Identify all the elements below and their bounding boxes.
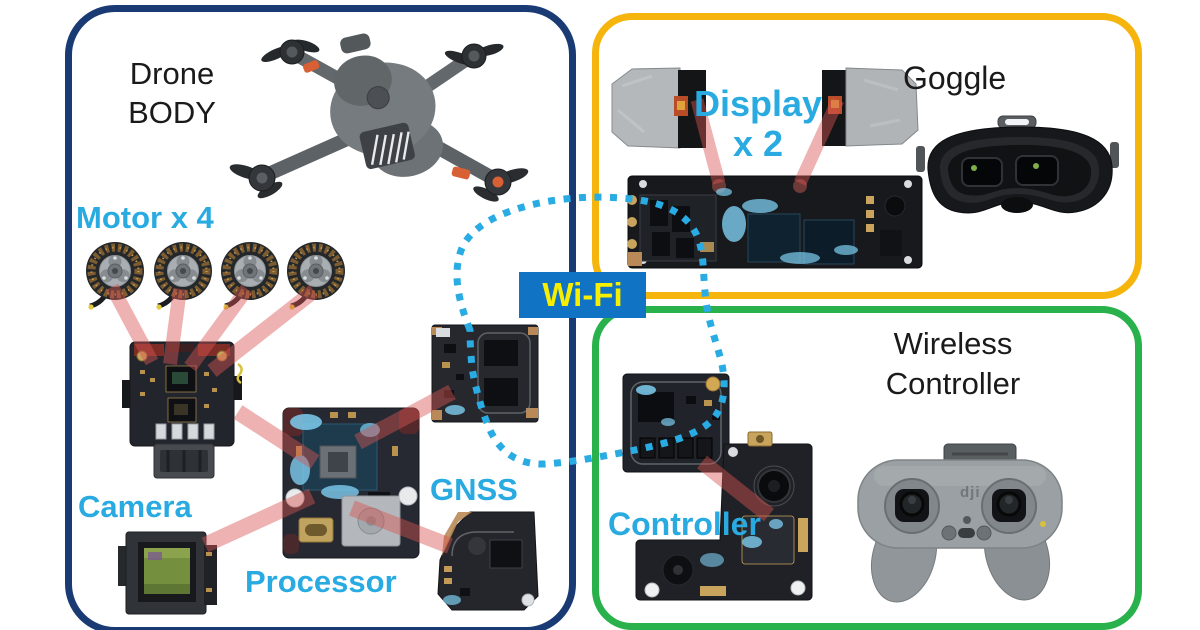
camera-label: Camera [78,489,192,524]
display-label-line2: x 2 [732,123,784,164]
drone-body-title-line1: Drone [129,56,215,91]
goggle-title: Goggle [903,60,1007,96]
wireless-controller-title-line1: Wireless [893,326,1013,361]
gnss-label: GNSS [430,472,518,507]
drone-body-title: Drone BODY [92,54,252,132]
display-label: Display x 2 [688,84,828,164]
wireless-controller-title: Wireless Controller [878,324,1028,404]
drone-body-title-line2: BODY [128,95,216,130]
motor-label: Motor x 4 [76,200,214,235]
wifi-badge: Wi-Fi [519,272,646,318]
wireless-controller-group-box [592,306,1142,630]
display-label-line1: Display [693,83,823,124]
goggle-group-box [592,13,1142,299]
processor-label: Processor [245,564,397,599]
controller-label: Controller [608,506,761,542]
wireless-controller-title-line2: Controller [885,366,1021,401]
